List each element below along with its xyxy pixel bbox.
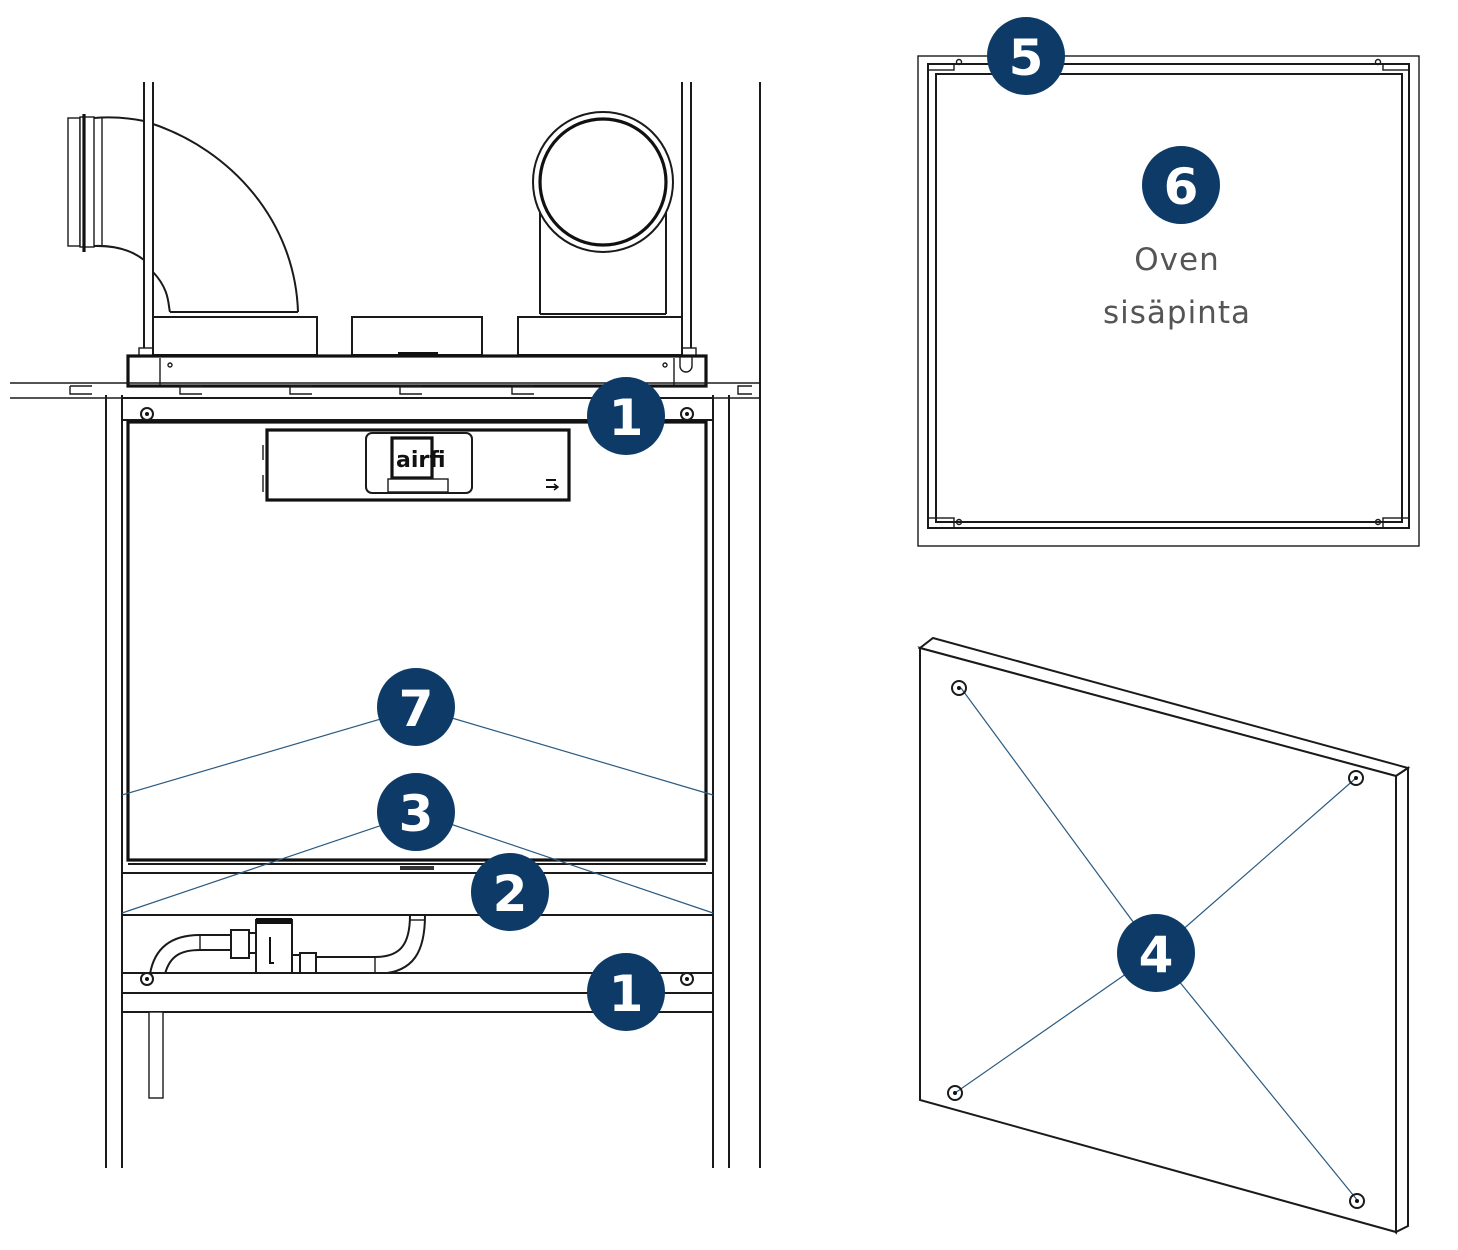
arrows-icon: [546, 479, 560, 491]
door-bolt-icon[interactable]: [947, 1085, 963, 1101]
door-inner-caption-line1: Oven: [1134, 242, 1219, 278]
svg-text:1: 1: [609, 965, 644, 1023]
upper-screw-bar: [121, 397, 714, 421]
svg-text:7: 7: [399, 680, 434, 738]
callout-2[interactable]: 2: [471, 853, 549, 931]
screw-icon[interactable]: [680, 972, 694, 986]
leader-lines: [121, 707, 714, 914]
callout-5[interactable]: 5: [987, 17, 1065, 95]
door-bolt-icon[interactable]: [1349, 1193, 1365, 1209]
screw-icon[interactable]: [140, 407, 154, 421]
top-mounting-frame: [126, 354, 708, 388]
lower-screw-bar: [121, 972, 714, 1013]
svg-text:1: 1: [609, 389, 644, 447]
svg-text:5: 5: [1009, 29, 1044, 87]
control-panel[interactable]: airfi: [262, 428, 571, 502]
callout-6[interactable]: 6: [1142, 146, 1220, 224]
airfi-logo: airfi: [396, 448, 446, 473]
svg-text:4: 4: [1139, 926, 1174, 984]
callout-1-bottom[interactable]: 1: [587, 953, 665, 1031]
callout-3[interactable]: 3: [377, 773, 455, 851]
drain-tube: [148, 1011, 164, 1099]
right-round-duct: [517, 111, 683, 356]
screw-icon[interactable]: [140, 972, 154, 986]
left-elbow-duct: [67, 114, 318, 356]
callout-1-top[interactable]: 1: [587, 377, 665, 455]
screw-icon[interactable]: [680, 407, 694, 421]
svg-text:3: 3: [399, 785, 434, 843]
svg-text:2: 2: [493, 865, 528, 923]
callout-4[interactable]: 4: [1117, 914, 1195, 992]
door-bolt-icon[interactable]: [1348, 770, 1364, 786]
door-inner-caption-line2: sisäpinta: [1103, 295, 1251, 331]
lower-cover-strip[interactable]: [121, 872, 714, 916]
svg-text:6: 6: [1164, 158, 1199, 216]
cabinet-side-lines: [105, 82, 761, 1168]
door-bolt-icon[interactable]: [951, 680, 967, 696]
middle-connector-strip: [398, 352, 438, 356]
door-inner-surface-view: Oven sisäpinta: [917, 55, 1420, 547]
callout-7[interactable]: 7: [377, 668, 455, 746]
middle-connector-box: [351, 316, 483, 356]
